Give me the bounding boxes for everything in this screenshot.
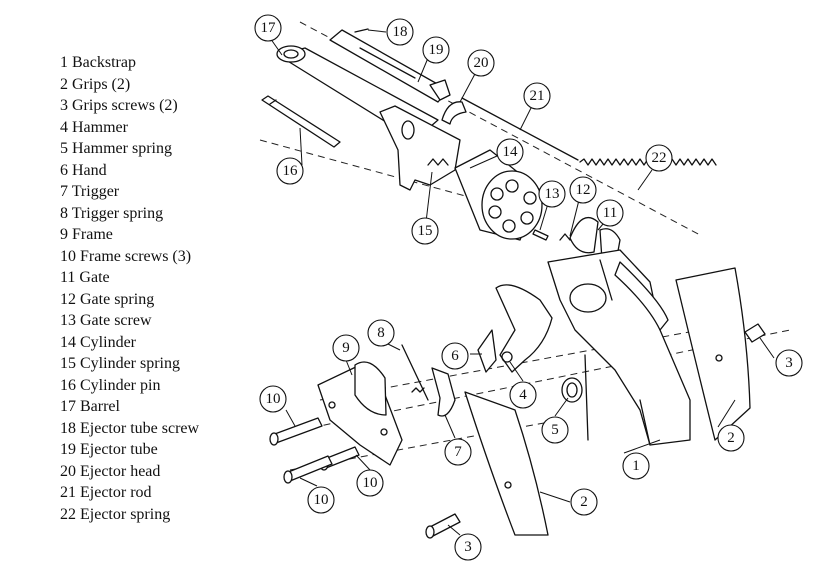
callout-18: 18 bbox=[386, 18, 414, 46]
svg-text:2: 2 bbox=[580, 494, 588, 510]
callout-3-right: 3 bbox=[775, 349, 803, 377]
legend-item-gate-spring: 12 Gate spring bbox=[60, 290, 155, 308]
callout-7: 7 bbox=[444, 438, 472, 466]
callout-11: 11 bbox=[596, 199, 624, 227]
frame-screw-bottom bbox=[283, 455, 333, 484]
svg-text:3: 3 bbox=[464, 539, 472, 555]
hammer bbox=[495, 284, 553, 373]
legend-item-ejector-tube-screw: 18 Ejector tube screw bbox=[60, 419, 200, 437]
svg-text:12: 12 bbox=[576, 182, 591, 198]
ejector-tube-screw bbox=[354, 28, 369, 33]
legend-item-grips-screws: 3 Grips screws (2) bbox=[60, 97, 178, 114]
svg-text:19: 19 bbox=[429, 42, 444, 58]
svg-text:4: 4 bbox=[519, 387, 527, 403]
legend-item-ejector-rod: 21 Ejector rod bbox=[60, 484, 152, 501]
callout-12: 12 bbox=[569, 176, 597, 204]
svg-text:11: 11 bbox=[603, 205, 617, 221]
legend-item-cylinder-spring: 15 Cylinder spring bbox=[60, 355, 180, 372]
callout-16: 16 bbox=[276, 157, 304, 185]
callout-3-bottom: 3 bbox=[454, 533, 482, 561]
legend-item-trigger-spring: 8 Trigger spring bbox=[60, 204, 164, 222]
legend-item-backstrap: 1 Backstrap bbox=[60, 54, 136, 71]
leader-lines bbox=[267, 29, 775, 536]
callout-10-bottom: 10 bbox=[307, 486, 335, 514]
svg-text:20: 20 bbox=[474, 55, 489, 71]
svg-text:21: 21 bbox=[530, 88, 545, 104]
ejector-tube bbox=[329, 29, 451, 103]
legend-item-barrel: 17 Barrel bbox=[60, 398, 120, 415]
ejector-head bbox=[441, 101, 467, 125]
svg-text:1: 1 bbox=[632, 458, 640, 474]
svg-text:10: 10 bbox=[266, 391, 281, 407]
svg-text:10: 10 bbox=[314, 492, 329, 508]
svg-text:15: 15 bbox=[418, 223, 433, 239]
hand bbox=[477, 329, 497, 373]
svg-text:17: 17 bbox=[261, 20, 277, 36]
callout-5: 5 bbox=[541, 416, 569, 444]
callout-13: 13 bbox=[538, 180, 566, 208]
callout-4: 4 bbox=[509, 381, 537, 409]
legend-item-frame: 9 Frame bbox=[60, 226, 113, 243]
svg-text:2: 2 bbox=[727, 430, 735, 446]
gate-screw bbox=[532, 229, 549, 241]
svg-text:5: 5 bbox=[551, 422, 559, 438]
cylinder bbox=[454, 149, 543, 241]
svg-text:18: 18 bbox=[393, 24, 408, 40]
legend-item-ejector-spring: 22 Ejector spring bbox=[60, 505, 171, 523]
svg-text:3: 3 bbox=[785, 355, 793, 371]
svg-text:8: 8 bbox=[377, 325, 385, 341]
legend-item-hammer-spring: 5 Hammer spring bbox=[60, 140, 172, 157]
frame-plate bbox=[317, 361, 403, 466]
callout-8: 8 bbox=[367, 319, 395, 347]
grip-screw-left bbox=[425, 513, 461, 539]
grip-screw-right bbox=[744, 323, 766, 343]
svg-text:16: 16 bbox=[283, 163, 299, 179]
svg-text:13: 13 bbox=[545, 186, 560, 202]
legend-item-grips: 2 Grips (2) bbox=[60, 75, 131, 93]
callout-15: 15 bbox=[411, 217, 439, 245]
callout-6: 6 bbox=[441, 342, 469, 370]
legend-item-trigger: 7 Trigger bbox=[60, 183, 120, 200]
cylinder-pin bbox=[261, 95, 341, 148]
svg-text:7: 7 bbox=[454, 444, 462, 460]
callout-14: 14 bbox=[496, 138, 524, 166]
callout-10-middle: 10 bbox=[356, 469, 384, 497]
legend-item-gate: 11 Gate bbox=[60, 269, 110, 286]
frame-front bbox=[379, 105, 461, 191]
svg-text:6: 6 bbox=[451, 348, 459, 364]
callout-17: 17 bbox=[254, 14, 282, 42]
legend-item-gate-screw: 13 Gate screw bbox=[60, 312, 152, 329]
legend-item-ejector-tube: 19 Ejector tube bbox=[60, 441, 158, 458]
frame-screw-top bbox=[269, 417, 323, 446]
legend-item-hand: 6 Hand bbox=[60, 161, 107, 179]
trigger bbox=[431, 367, 456, 417]
callout-21: 21 bbox=[523, 82, 551, 110]
callout-2-right: 2 bbox=[717, 424, 745, 452]
callout-2-left: 2 bbox=[570, 488, 598, 516]
backstrap bbox=[614, 261, 669, 446]
svg-text:9: 9 bbox=[342, 340, 350, 356]
callout-20: 20 bbox=[467, 49, 495, 77]
callout-10-top: 10 bbox=[259, 385, 287, 413]
legend-item-cylinder-pin: 16 Cylinder pin bbox=[60, 376, 161, 394]
callout-9: 9 bbox=[332, 334, 360, 362]
grip-right bbox=[675, 267, 751, 441]
parts-legend: 1 Backstrap 2 Grips (2) 3 Grips screws (… bbox=[60, 52, 199, 525]
legend-item-cylinder: 14 Cylinder bbox=[60, 333, 136, 351]
legend-item-hammer: 4 Hammer bbox=[60, 118, 128, 136]
legend-item-ejector-head: 20 Ejector head bbox=[60, 462, 161, 480]
svg-text:14: 14 bbox=[503, 144, 519, 160]
legend-item-frame-screws: 10 Frame screws (3) bbox=[60, 247, 192, 265]
grip-left bbox=[464, 391, 549, 536]
callout-1: 1 bbox=[622, 452, 650, 480]
callout-19: 19 bbox=[422, 36, 450, 64]
cylinder-spring bbox=[427, 158, 449, 166]
svg-text:10: 10 bbox=[363, 475, 378, 491]
callout-22: 22 bbox=[645, 144, 673, 172]
trigger-spring bbox=[401, 344, 429, 401]
svg-text:22: 22 bbox=[652, 150, 667, 166]
hammer-spring bbox=[561, 354, 589, 441]
frame-body bbox=[547, 249, 691, 446]
